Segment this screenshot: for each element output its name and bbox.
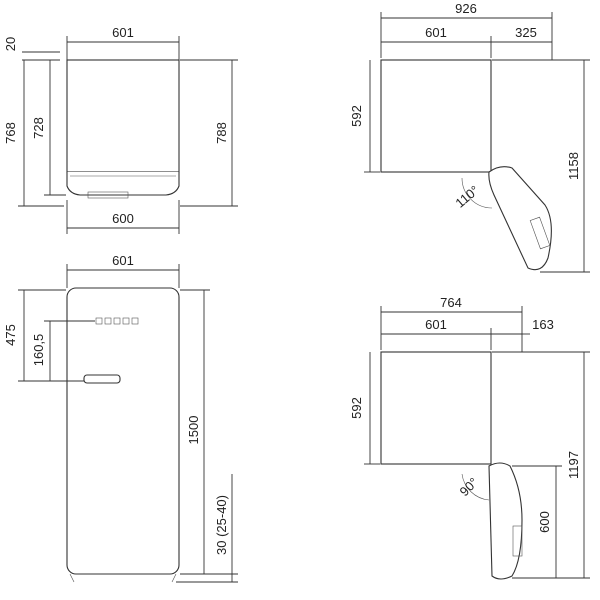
dim-label-592-bottom: 592 <box>349 397 364 419</box>
angle-label-110: 110° <box>452 182 482 210</box>
dim-label-325: 325 <box>515 25 537 40</box>
fridge-top-door-edge <box>66 172 180 196</box>
fridge-front-body <box>66 287 180 575</box>
top-view-side-110: 110° 926 601 325 592 1158 <box>349 1 590 273</box>
fridge-side-body-90 <box>380 351 492 465</box>
dim-label-600: 600 <box>112 211 134 226</box>
angle-arc-110 <box>461 177 493 209</box>
dim-label-601-front: 601 <box>112 253 134 268</box>
logo-letter <box>113 317 121 325</box>
foot-left <box>69 573 75 583</box>
logo-letter <box>95 317 103 325</box>
dim-label-592-top: 592 <box>349 105 364 127</box>
top-view-front: 601 600 20 768 728 788 <box>3 25 238 234</box>
door-handle-front <box>83 374 121 384</box>
front-view: 601 475 160,5 1500 30 (25-40) <box>3 253 238 583</box>
dim-label-601-side: 601 <box>425 25 447 40</box>
dim-label-163: 163 <box>532 317 554 332</box>
door-open-90 <box>488 462 523 580</box>
dim-label-788: 788 <box>214 122 229 144</box>
bottom-view-side-90: 90° 764 601 163 592 600 1197 <box>349 295 590 580</box>
logo-letter <box>104 317 112 325</box>
door-handle-110 <box>529 216 551 250</box>
fridge-side-body <box>380 59 492 173</box>
door-open-110 <box>488 166 552 271</box>
logo-letter <box>122 317 130 325</box>
dim-label-764: 764 <box>440 295 462 310</box>
dim-label-30: 30 (25-40) <box>214 495 229 555</box>
logo-letter <box>131 317 139 325</box>
dim-label-20: 20 <box>3 37 18 51</box>
angle-label-90: 90° <box>457 475 482 500</box>
angle-arc-90 <box>461 473 490 501</box>
dim-label-601-side90: 601 <box>425 317 447 332</box>
dim-label-160-5: 160,5 <box>31 334 46 367</box>
door-handle-90 <box>512 525 523 557</box>
dim-label-475: 475 <box>3 324 18 346</box>
dim-label-926: 926 <box>455 1 477 16</box>
handle-top <box>87 191 129 199</box>
dim-label-1500: 1500 <box>186 416 201 445</box>
dim-label-728: 728 <box>31 117 46 139</box>
dim-label-600-door: 600 <box>537 511 552 533</box>
dim-label-1197: 1197 <box>566 451 581 479</box>
dim-label-601-top: 601 <box>112 25 134 40</box>
foot-right <box>171 573 177 583</box>
dim-label-1158: 1158 <box>566 152 581 180</box>
dim-label-768: 768 <box>3 122 18 144</box>
fridge-top-body <box>66 59 180 173</box>
